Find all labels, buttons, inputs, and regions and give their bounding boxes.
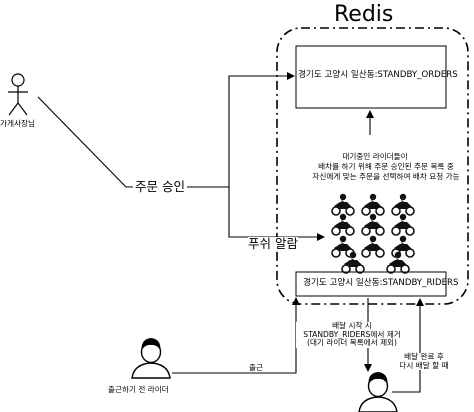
rider-before-label: 출근하기 전 라이더 [108, 385, 169, 394]
redis-title: Redis [334, 2, 394, 27]
clock-in-label: 출근 [249, 363, 263, 372]
order-approve-label: 주문 승인 [133, 179, 187, 195]
standby-riders-label: 경기도 고양시 일산동:STANDBY_RIDERS [303, 278, 459, 288]
waiting-riders-note-line2: 배차를 하기 위해 주문 승인된 주문 목록 중 [318, 162, 454, 171]
standby-riders-box [295, 271, 447, 297]
rider-delivering-icon [358, 372, 398, 412]
approve-to-standby-orders-arrow [198, 72, 295, 188]
clock-in-arrow [172, 297, 300, 374]
delivery-start-note: 배달 시작 시 STANDBY_RIDERS에서 제거 (대기 라이더 목록에서… [296, 321, 408, 349]
waiting-riders-note-line3: 자신에게 맞는 주문을 선택하여 배차 요청 가능 [312, 172, 460, 181]
standby-orders-box [295, 45, 447, 109]
rider-before-work-icon [131, 338, 171, 379]
redis-container [276, 27, 469, 305]
standby-orders-label: 경기도 고양시 일산동:STANDBY_ORDERS [298, 70, 458, 80]
owner-to-approve-line [37, 96, 198, 188]
delivery-done-note: 배달 완료 후 다시 배달 할 때 [398, 352, 450, 371]
delivery-done-arrow [392, 298, 424, 393]
push-alarm-label: 푸쉬 알람 [248, 236, 298, 252]
owner-actor-icon [8, 73, 28, 116]
waiting-riders-note: 대기중인 라이더들이 [342, 152, 408, 161]
owner-label: 가게사장님 [0, 119, 35, 128]
riders-grid-icon [331, 193, 415, 274]
